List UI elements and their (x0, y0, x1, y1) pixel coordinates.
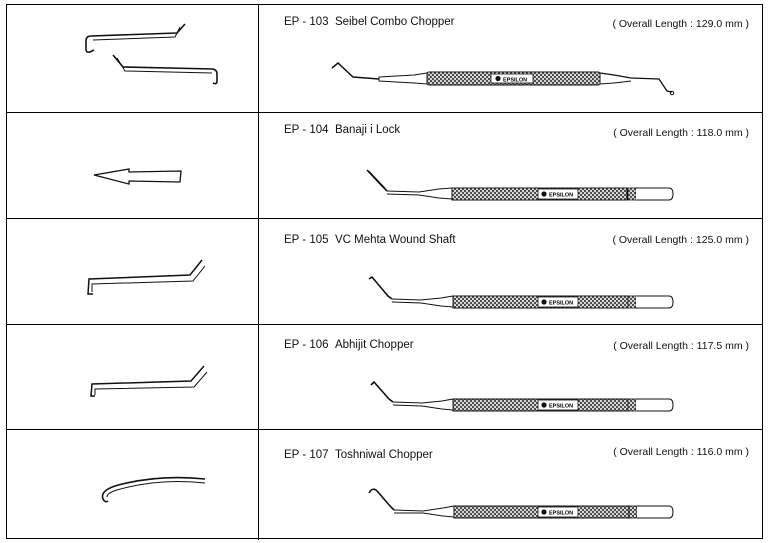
instrument-catalog-table: EP - 103 Seibel Combo Chopper ( Overall … (6, 4, 763, 540)
vc-mehta-tip-icon (87, 259, 206, 295)
instrument-cell: EP - 103 Seibel Combo Chopper ( Overall … (259, 5, 762, 112)
tip-cell (7, 430, 259, 540)
product-title: EP - 103 Seibel Combo Chopper (284, 16, 455, 28)
catalog-row-ep-105: EP - 105 VC Mehta Wound Shaft ( Overall … (7, 219, 762, 325)
tip-cell (7, 325, 259, 429)
catalog-row-ep-103: EP - 103 Seibel Combo Chopper ( Overall … (7, 5, 762, 113)
banaji-lock-tip-icon (93, 168, 182, 185)
overall-length: ( Overall Length : 118.0 mm ) (613, 127, 749, 139)
tip-cell (7, 113, 259, 218)
overall-length: ( Overall Length : 116.0 mm ) (613, 446, 749, 458)
overall-length: ( Overall Length : 125.0 mm ) (612, 234, 749, 246)
seibel-combo-chopper-tip-icon (85, 23, 218, 85)
svg-text:EPSILON: EPSILON (549, 404, 573, 410)
overall-length: ( Overall Length : 117.5 mm ) (613, 340, 749, 352)
product-title: EP - 105 VC Mehta Wound Shaft (284, 234, 456, 246)
product-title: EP - 107 Toshniwal Chopper (284, 449, 433, 461)
toshniwal-chopper-instrument-image: EPSILON (368, 488, 674, 519)
svg-text:EPSILON: EPSILON (549, 511, 573, 517)
instrument-cell: EP - 104 Banaji i Lock ( Overall Length … (259, 113, 762, 218)
overall-length: ( Overall Length : 129.0 mm ) (612, 18, 749, 30)
tip-cell (7, 219, 259, 324)
abhijit-chopper-instrument-image: EPSILON (370, 380, 674, 412)
svg-text:EPSILON: EPSILON (549, 193, 573, 199)
tip-cell (7, 5, 259, 112)
catalog-row-ep-106: EP - 106 Abhijit Chopper ( Overall Lengt… (7, 325, 762, 430)
catalog-row-ep-104: EP - 104 Banaji i Lock ( Overall Length … (7, 113, 762, 219)
toshniwal-chopper-tip-icon (101, 476, 206, 503)
catalog-row-ep-107: EP - 107 Toshniwal Chopper ( Overall Len… (7, 430, 762, 540)
seibel-combo-chopper-instrument-image: EPSILON (331, 62, 675, 96)
banaji-lock-instrument-image: EPSILON (366, 169, 674, 201)
svg-text:EPSILON: EPSILON (549, 301, 573, 307)
product-title: EP - 104 Banaji i Lock (284, 124, 401, 136)
svg-text:EPSILON: EPSILON (503, 77, 527, 83)
instrument-cell: EP - 106 Abhijit Chopper ( Overall Lengt… (259, 325, 762, 429)
product-title: EP - 106 Abhijit Chopper (284, 339, 414, 351)
instrument-cell: EP - 105 VC Mehta Wound Shaft ( Overall … (259, 219, 762, 324)
vc-mehta-instrument-image: EPSILON (368, 275, 674, 309)
instrument-cell: EP - 107 Toshniwal Chopper ( Overall Len… (259, 430, 762, 540)
abhijit-chopper-tip-icon (90, 365, 208, 397)
